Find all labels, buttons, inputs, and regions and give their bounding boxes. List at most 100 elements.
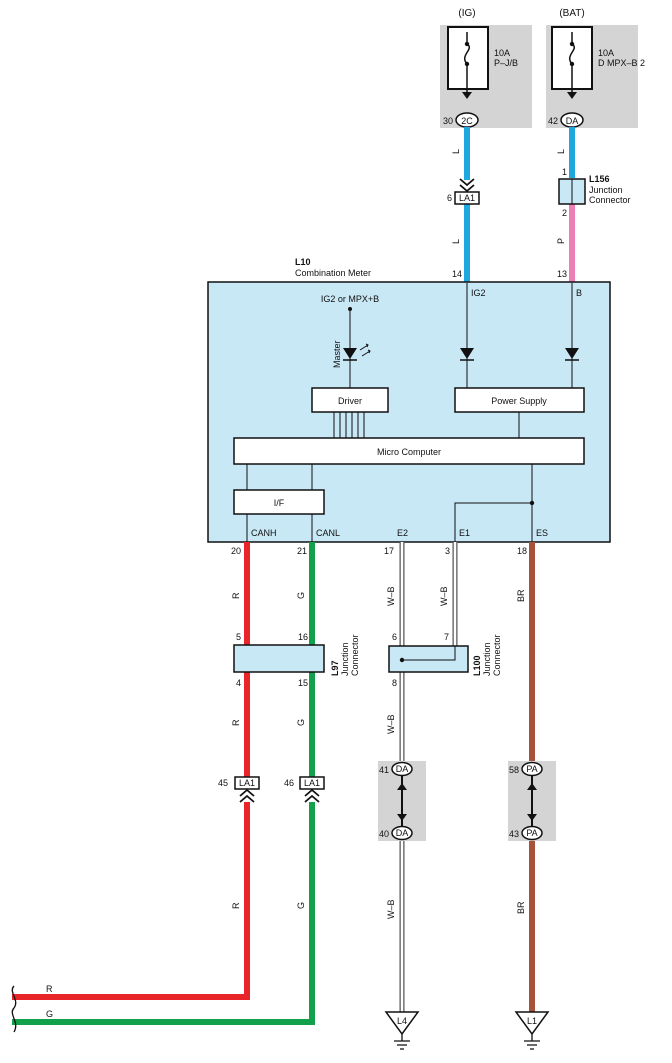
ground-l1-triangle — [514, 1011, 550, 1036]
fuse-bat-rating: 10A — [598, 48, 614, 58]
la1-top-chevron-icon — [459, 178, 475, 193]
da-joint-down-arrow-icon — [397, 814, 407, 821]
fuse-ig-icon — [464, 43, 470, 65]
pa-joint-top-connector — [521, 761, 543, 777]
if-block — [233, 489, 325, 515]
fuse-ig-name: P–J/B — [494, 58, 518, 68]
fuse-bat-arrow-icon — [567, 92, 577, 99]
micro-computer-block — [233, 437, 585, 465]
meter-label-es: ES — [536, 528, 548, 538]
wire-e2-code-2: W–B — [386, 714, 396, 734]
la1-top-box — [454, 191, 480, 205]
wire-green-code-2: G — [296, 719, 306, 726]
meter-label-ig2: IG2 — [471, 288, 486, 298]
da-joint-pin-top: 41 — [379, 765, 389, 775]
fuse-block-ig: (IG) 10A P–J/B 30 2C — [440, 8, 532, 128]
fuse-block-bat: (BAT) 10A D MPX–B 2 42 DA — [546, 8, 645, 128]
ground-l4-icon — [394, 1034, 410, 1050]
fuse-bat-name: D MPX–B 2 — [598, 58, 645, 68]
wire-red-code-1: R — [231, 592, 241, 599]
da-joint-pin-bot: 40 — [379, 829, 389, 839]
l97-pin-r-top: 5 — [236, 632, 241, 642]
wire-e2-code-1: W–B — [386, 586, 396, 606]
da-joint-top-label: DA — [396, 764, 409, 774]
l97-id: L97 — [330, 660, 340, 676]
master-led-icon — [343, 348, 357, 359]
wire-green-code-3: G — [296, 902, 306, 909]
fuse-ig-box — [447, 26, 489, 90]
l97-desc2: Connector — [350, 634, 360, 676]
pa-joint-bottom-label: PA — [526, 828, 537, 838]
l156-desc2: Connector — [589, 195, 631, 205]
l100-pin-b: 7 — [444, 632, 449, 642]
power-supply-block — [454, 387, 585, 413]
wire-bat-color-code-lower: P — [556, 238, 566, 244]
l156-connector: 1 2 L156 Junction Connector — [558, 167, 631, 218]
l100-pin-a: 6 — [392, 632, 397, 642]
l100-connector: 6 7 8 L100 Junction Connector — [388, 632, 502, 688]
la1-bottom-pin-r: 45 — [218, 778, 228, 788]
wire-ig-color-code-lower: L — [451, 239, 461, 244]
l97-pin-g-top: 16 — [298, 632, 308, 642]
pa-joint-up-arrow-icon — [527, 783, 537, 790]
meter-label-e1: E1 — [459, 528, 470, 538]
la1-bottom-r-chevron-icon — [239, 788, 255, 803]
fuse-bat-connector-label: DA — [566, 116, 579, 126]
l156-pin-bottom: 2 — [562, 208, 567, 218]
wire-ig-blue: L L — [451, 127, 470, 283]
master-led-label: Master — [332, 340, 342, 368]
fuse-ig-pin: 30 — [443, 116, 453, 126]
ground-l4-triangle — [384, 1011, 420, 1036]
l100-internal-bridge — [402, 646, 456, 661]
fuse-bat-pin: 42 — [548, 116, 558, 126]
wire-red-code-2: R — [231, 719, 241, 726]
la1-bottom-r-label: LA1 — [239, 778, 255, 788]
da-joint-up-arrow-icon — [397, 783, 407, 790]
ground-l1-icon — [524, 1034, 540, 1050]
bus-break: R G — [11, 984, 53, 1033]
micro-computer-label: Micro Computer — [377, 447, 441, 457]
if-label: I/F — [274, 498, 285, 508]
power-supply-label: Power Supply — [491, 396, 547, 406]
driver-block — [311, 387, 389, 413]
l100-junction-node — [399, 657, 405, 663]
l100-id: L100 — [472, 655, 482, 676]
meter-id: L10 — [295, 257, 311, 267]
b-diode-icon — [565, 348, 579, 359]
meter-pin-canh: 20 — [231, 546, 241, 556]
da-joint: DA 41 DA 40 — [378, 761, 426, 841]
la1-bottom-g-label: LA1 — [304, 778, 320, 788]
meter-pin-ig2: 14 — [452, 269, 462, 279]
meter-pin-e1: 3 — [445, 546, 450, 556]
pa-joint-down-arrow-icon — [527, 814, 537, 821]
l100-pin-out: 8 — [392, 678, 397, 688]
fuse-ig-arrow-icon — [462, 92, 472, 99]
da-joint-bottom-label: DA — [396, 828, 409, 838]
meter-label-b: B — [576, 288, 582, 298]
ig2-diode-icon — [460, 348, 474, 359]
l100-desc1: Junction — [482, 642, 492, 676]
meter-label-canl: CANL — [316, 528, 340, 538]
meter-label-e2: E2 — [397, 528, 408, 538]
la1-top-connector: LA1 6 — [447, 178, 480, 205]
l97-desc1: Junction — [340, 642, 350, 676]
wire-green-seg-3 — [12, 802, 315, 1025]
wire-e2-code-3: W–B — [386, 899, 396, 919]
fuse-ig-connector-label: 2C — [461, 116, 473, 126]
l156-pin-top: 1 — [562, 167, 567, 177]
led-light-rays-icon — [359, 343, 371, 357]
la1-top-pin: 6 — [447, 193, 452, 203]
pa-joint-top-label: PA — [526, 764, 537, 774]
fuse-ig-header: (IG) — [458, 8, 475, 19]
da-joint-bottom-connector — [391, 825, 413, 841]
l97-pin-r-bot: 4 — [236, 678, 241, 688]
meter-pin-b: 13 — [557, 269, 567, 279]
wire-red-code-3: R — [231, 902, 241, 909]
meter-pin-es: 18 — [517, 546, 527, 556]
combination-meter: L10 Combination Meter 14 13 IG2 B IG2 or… — [207, 257, 611, 556]
driver-label: Driver — [338, 396, 362, 406]
la1-bottom-pin-g: 46 — [284, 778, 294, 788]
wire-canl-green: G G G — [12, 542, 315, 1025]
bus-label-g: G — [46, 1009, 53, 1019]
wire-red-seg-3 — [12, 802, 250, 1000]
